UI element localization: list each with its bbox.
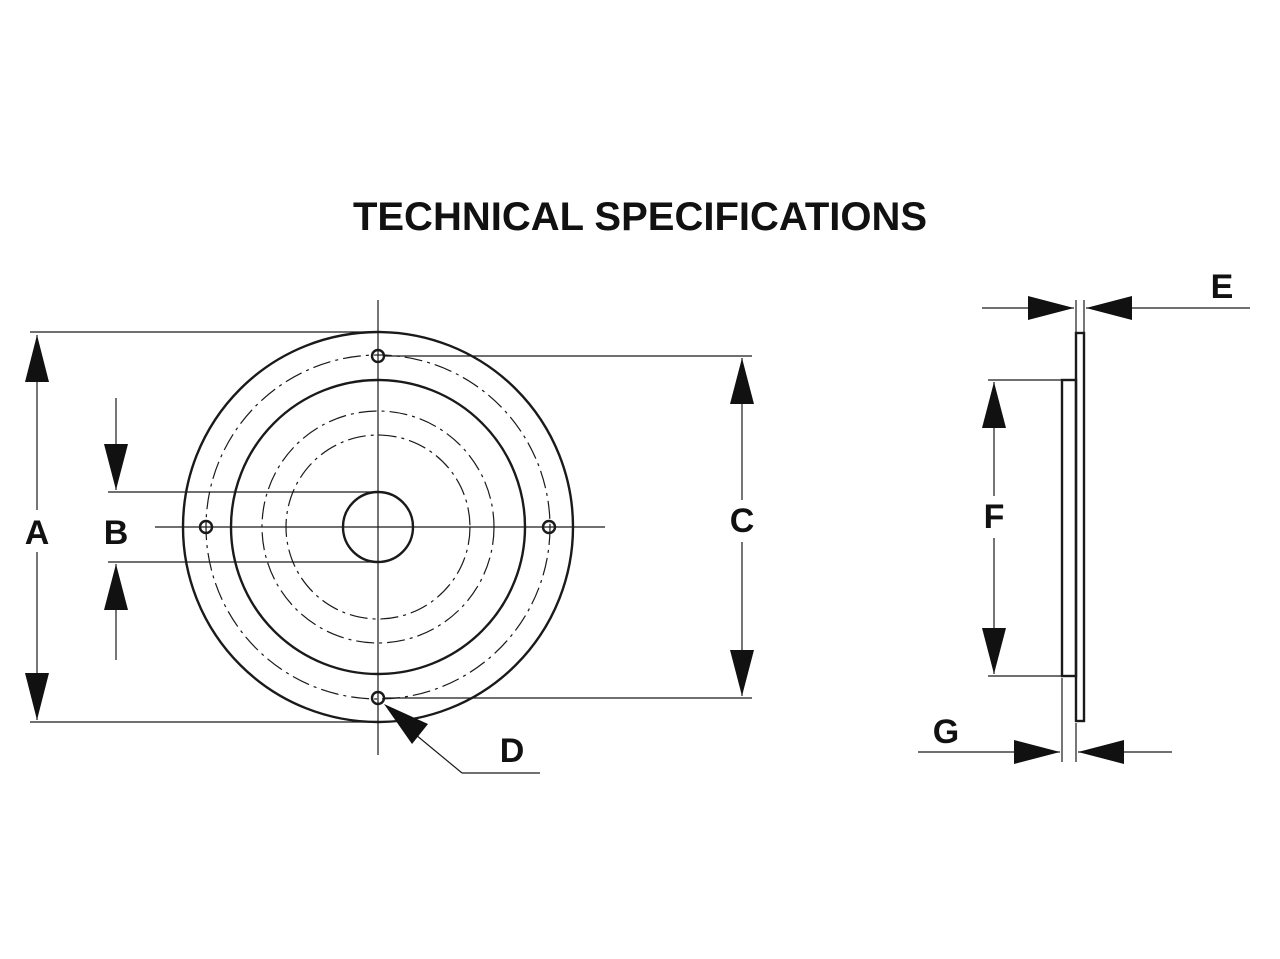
arrow-f-bottom bbox=[982, 628, 1006, 674]
label-c: C bbox=[730, 502, 755, 540]
label-a: A bbox=[25, 514, 50, 552]
arrow-g-left bbox=[1014, 740, 1060, 764]
arrow-a-top bbox=[25, 335, 49, 382]
raised-face-side bbox=[1060, 378, 1078, 678]
bolt-circle bbox=[205, 354, 551, 700]
inner-dashed-circle-2 bbox=[285, 434, 471, 620]
label-e: E bbox=[1211, 268, 1234, 306]
arrow-c-top bbox=[730, 358, 754, 404]
side-view bbox=[1060, 331, 1086, 723]
front-view bbox=[155, 300, 605, 755]
dimension-d: D bbox=[384, 704, 540, 774]
arrow-b-bottom bbox=[104, 564, 128, 610]
arrow-d bbox=[384, 704, 428, 744]
label-d: D bbox=[500, 732, 525, 770]
arrow-g-right bbox=[1078, 740, 1124, 764]
dimension-e: E bbox=[982, 268, 1250, 333]
arrow-b-top bbox=[104, 444, 128, 490]
label-f: F bbox=[984, 498, 1005, 536]
raised-face-circle bbox=[229, 378, 527, 676]
page-title: TECHNICAL SPECIFICATIONS bbox=[353, 195, 927, 239]
label-g: G bbox=[933, 713, 959, 751]
arrow-c-bottom bbox=[730, 650, 754, 696]
dimension-c: C bbox=[384, 355, 762, 699]
arrow-e-right bbox=[1086, 296, 1132, 320]
arrow-f-top bbox=[982, 382, 1006, 428]
inner-dashed-circle-1 bbox=[261, 410, 495, 644]
dimension-f: F bbox=[974, 379, 1062, 677]
bolt-hole-left bbox=[198, 519, 214, 535]
arrow-a-bottom bbox=[25, 673, 49, 720]
dimension-a: A bbox=[18, 331, 378, 723]
dimension-b: B bbox=[104, 398, 378, 660]
dimension-g: G bbox=[918, 678, 1172, 764]
bolt-hole-right bbox=[541, 519, 557, 535]
arrow-e-left bbox=[1028, 296, 1074, 320]
label-b: B bbox=[104, 514, 129, 552]
